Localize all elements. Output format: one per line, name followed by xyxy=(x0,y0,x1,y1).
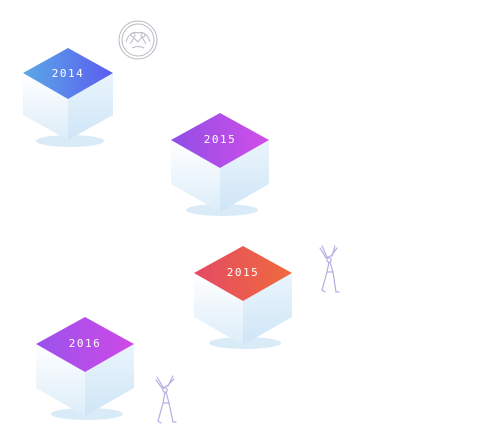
block-right-face xyxy=(85,344,134,416)
block-left-face xyxy=(36,344,85,416)
dancing-figure-icon xyxy=(155,375,177,424)
dancing-figure-icon xyxy=(319,245,340,293)
timeline-block-2015[interactable]: 2015 xyxy=(170,112,270,216)
block-left-face xyxy=(194,273,243,345)
block-right-face xyxy=(243,273,292,345)
block-top-face xyxy=(36,317,134,372)
year-label: 2014 xyxy=(52,67,85,80)
team-badge-icon xyxy=(118,20,158,60)
block-left-face xyxy=(23,73,68,140)
block-top-face xyxy=(171,113,269,168)
block-left-face xyxy=(171,140,220,212)
timeline-block-2015-alt[interactable]: 2015 xyxy=(193,245,293,349)
year-label: 2015 xyxy=(227,266,260,279)
timeline-block-2014[interactable]: 2014 xyxy=(22,47,114,147)
block-right-face xyxy=(68,73,113,140)
year-label: 2016 xyxy=(69,337,102,350)
block-right-face xyxy=(220,140,269,212)
block-shadow xyxy=(36,135,104,147)
timeline-block-2016[interactable]: 2016 xyxy=(35,316,135,420)
block-top-face xyxy=(194,246,292,301)
block-top-face xyxy=(23,48,113,99)
year-label: 2015 xyxy=(204,133,237,146)
